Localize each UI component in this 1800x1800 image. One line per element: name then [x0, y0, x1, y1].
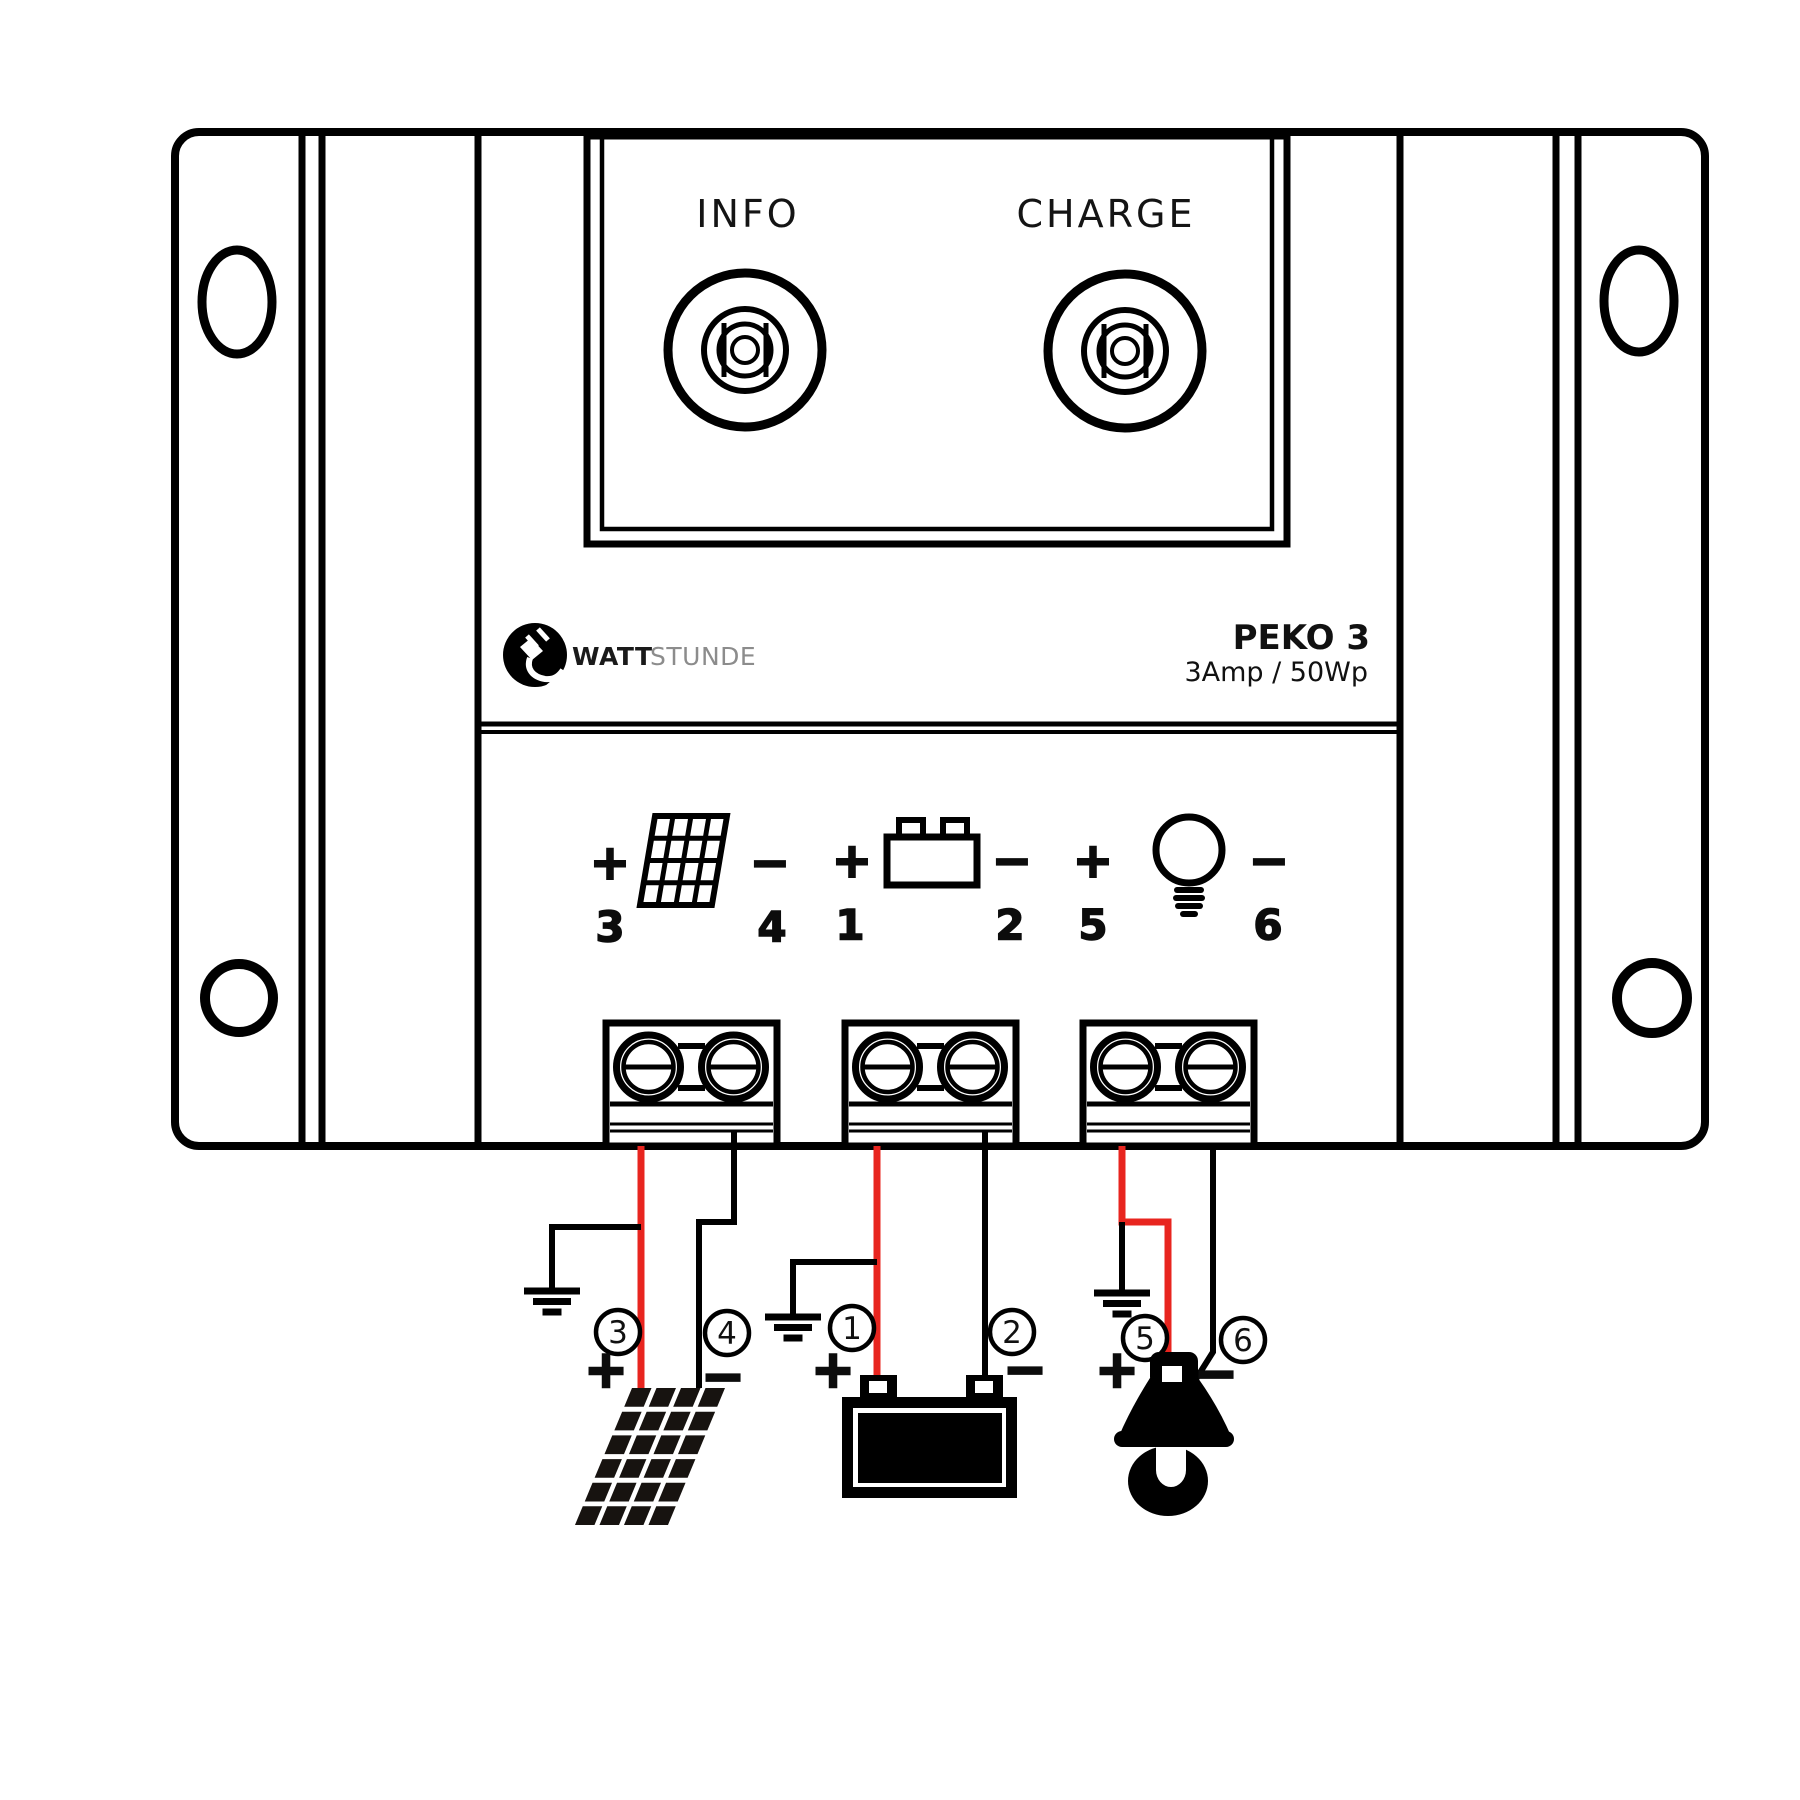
brand-text-light: STUNDE — [650, 642, 756, 671]
legend-battery-minus: − — [992, 833, 1032, 889]
controller-chassis — [171, 128, 1709, 1150]
mounting-hole-bottom-right — [1612, 958, 1692, 1038]
wattstunde-logo-icon — [503, 623, 571, 687]
legend-terminal-2: 2 — [995, 901, 1024, 950]
model-label: PEKO 3 — [1233, 618, 1370, 658]
wire-solar-negative — [696, 1131, 737, 1388]
circled-number-6: 6 — [1218, 1315, 1268, 1365]
wiring — [524, 1131, 1216, 1388]
legend-solar-minus: − — [750, 835, 790, 891]
mounting-slot-top-left — [197, 245, 277, 359]
connection-labels: 3 4 1 2 5 6 + − + − + − — [583, 1303, 1268, 1408]
indicator-panel: INFO CHARGE — [583, 132, 1291, 548]
wire-battery-ground — [790, 1259, 877, 1315]
circled-number-2: 2 — [987, 1307, 1037, 1357]
mounting-hole-bottom-left — [200, 959, 278, 1037]
legend-load-minus: − — [1249, 833, 1289, 889]
legend-solar-plus: + — [590, 835, 630, 891]
terminal-blocks — [606, 1023, 1254, 1146]
connected-devices — [574, 1352, 1234, 1525]
battery-plus-sign: + — [811, 1340, 855, 1400]
battery-legend-icon — [883, 817, 981, 889]
terminal-block-battery — [845, 1023, 1016, 1146]
legend-terminal-1: 1 — [835, 901, 864, 950]
panel-divider — [478, 721, 1400, 734]
wire-solar-ground — [549, 1224, 641, 1289]
battery-icon — [842, 1375, 1017, 1498]
info-label: INFO — [696, 192, 799, 236]
wire-load-negative — [1193, 1146, 1216, 1381]
circled-number-5: 5 — [1120, 1313, 1170, 1363]
legend-terminal-6: 6 — [1253, 901, 1282, 950]
svg-text:1: 1 — [842, 1311, 862, 1347]
svg-text:5: 5 — [1135, 1321, 1155, 1357]
svg-text:6: 6 — [1233, 1323, 1253, 1359]
battery-minus-sign: − — [1003, 1340, 1047, 1400]
svg-text:4: 4 — [717, 1316, 737, 1352]
legend-terminal-3: 3 — [595, 903, 624, 952]
terminal-block-solar — [606, 1023, 777, 1146]
circled-number-3: 3 — [593, 1307, 643, 1357]
lamp-icon — [1114, 1352, 1234, 1516]
brand-row: WATT STUNDE PEKO 3 3Amp / 50Wp — [478, 618, 1400, 734]
solar-plus-sign: + — [584, 1340, 628, 1400]
legend-terminal-5: 5 — [1078, 901, 1107, 950]
mounting-slot-top-right — [1599, 245, 1679, 357]
legend-load-plus: + — [1073, 833, 1113, 889]
wire-load-positive — [1118, 1146, 1172, 1355]
rating-label: 3Amp / 50Wp — [1184, 657, 1368, 688]
solar-panel-icon — [574, 1388, 725, 1525]
charge-label: CHARGE — [1017, 192, 1196, 236]
svg-text:3: 3 — [608, 1315, 628, 1351]
legend-terminal-4: 4 — [757, 903, 786, 952]
ground-icon-solar — [524, 1291, 580, 1312]
legend-battery-plus: + — [832, 833, 872, 889]
circled-number-4: 4 — [702, 1308, 752, 1358]
terminal-legend: + − 3 4 + − 1 2 + − — [589, 813, 1290, 952]
ground-icon-load — [1094, 1293, 1150, 1314]
svg-text:2: 2 — [1002, 1315, 1022, 1351]
solar-panel-legend-icon — [636, 813, 731, 908]
chassis-flange-lines — [298, 136, 1582, 1143]
circled-number-1: 1 — [827, 1303, 877, 1353]
lamp-legend-icon — [1152, 813, 1226, 917]
indicator-panel-inner-frame — [599, 133, 1275, 532]
ground-icon-battery — [765, 1317, 821, 1338]
terminal-block-load — [1083, 1023, 1254, 1146]
load-plus-sign: + — [1095, 1340, 1139, 1400]
brand-text-bold: WATT — [572, 642, 653, 671]
